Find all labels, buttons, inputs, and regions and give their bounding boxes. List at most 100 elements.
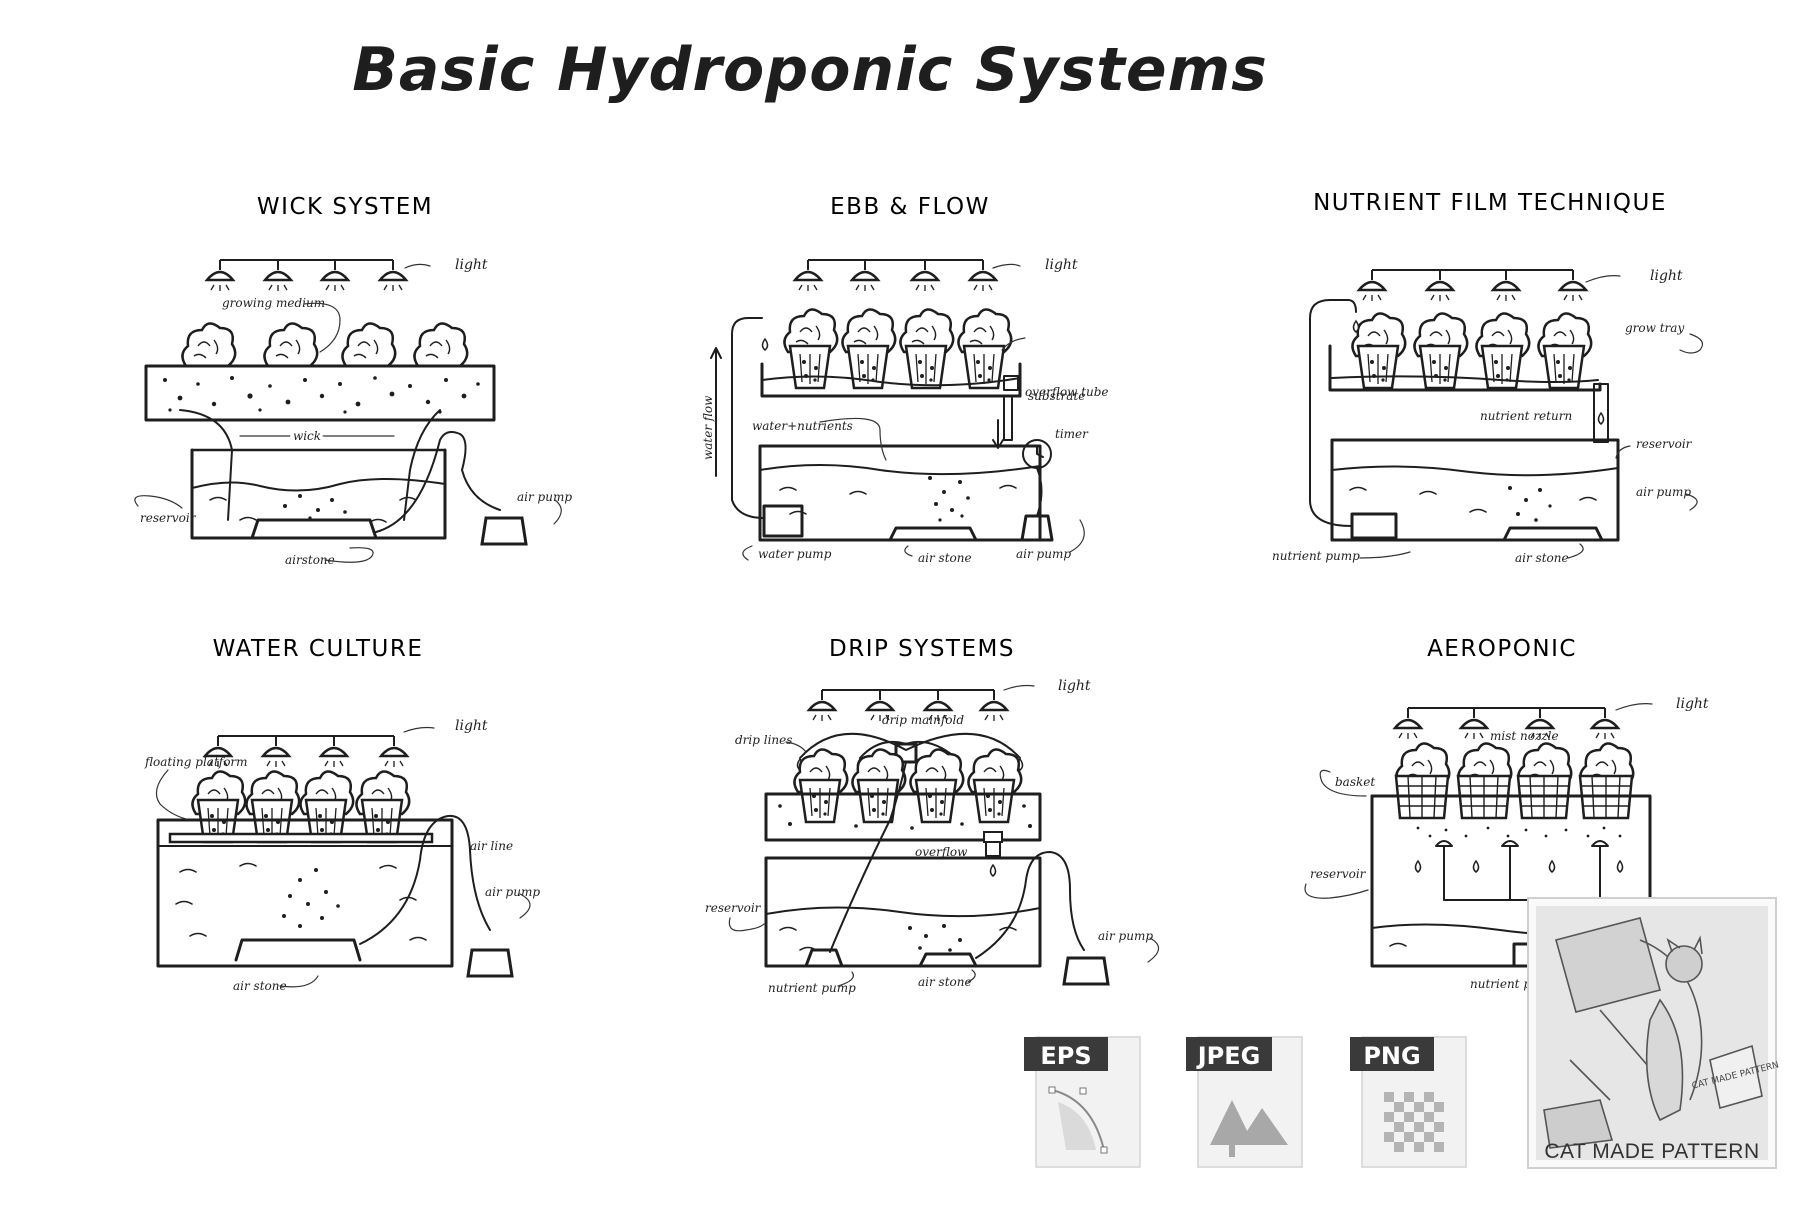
reservoir-tank	[190, 448, 447, 540]
format-badges: EPS JPEG PNG	[1024, 1036, 1467, 1168]
light-bar	[793, 258, 998, 293]
net-pot	[904, 344, 948, 390]
air-line-label: air line	[470, 839, 513, 853]
nutrient-pump-label: nutrient pump	[1272, 549, 1360, 563]
nft-title: NUTRIENT FILM TECHNIQUE	[1313, 190, 1667, 216]
air-stone-leader	[967, 969, 976, 983]
water-pump-leader	[742, 545, 753, 561]
supply-pipe	[1309, 299, 1357, 527]
net-pot	[798, 778, 842, 824]
net-pot	[972, 778, 1016, 824]
reservoir-label: reservoir	[705, 901, 762, 915]
water-flow-arrow	[710, 347, 722, 477]
timer-base	[1020, 514, 1054, 542]
drip-mainfold-label: drip mainfold	[882, 713, 964, 727]
return-drop-icon	[1597, 412, 1605, 425]
tray-water-line	[761, 375, 1021, 387]
mist-nozzle-icon	[1435, 840, 1609, 847]
nutrient-film-line	[1331, 375, 1599, 383]
water-nutrients-leader	[819, 417, 887, 461]
air-bubbles	[282, 868, 340, 928]
eps-file-icon: EPS	[1024, 1036, 1141, 1168]
growing-tray	[144, 364, 496, 422]
air-pump-label: air pump	[517, 490, 572, 504]
timer-hands	[1036, 445, 1044, 458]
brand-stamp: CAT MADE PATTERN CAT MADE PATTERN	[1527, 897, 1780, 1169]
light-label: light	[1650, 268, 1683, 284]
grow-tray-leader	[1679, 333, 1703, 354]
water-culture-title: WATER CULTURE	[213, 636, 424, 662]
basket-leader	[1319, 769, 1367, 797]
checkerboard-icon	[1384, 1092, 1444, 1152]
water-line	[759, 464, 1041, 476]
airstone-leader	[324, 547, 374, 563]
mountain-icon	[1238, 1108, 1288, 1145]
air-line-tube	[359, 814, 491, 945]
drip-systems-title: DRIP SYSTEMS	[829, 636, 1015, 662]
air-bubbles	[908, 924, 962, 952]
air-stone	[888, 526, 978, 542]
grow-tray	[1328, 344, 1602, 392]
nutrient-return-tube	[1593, 383, 1609, 443]
timer-label: timer	[1055, 427, 1089, 441]
tree-icon	[1210, 1100, 1254, 1145]
aeroponic-title: AEROPONIC	[1427, 636, 1577, 662]
substrate-leader	[1001, 337, 1026, 351]
overflow-fitting	[985, 839, 1001, 857]
png-file-icon: PNG	[1350, 1036, 1467, 1168]
air-pump-leader	[1147, 937, 1160, 963]
cat-artist-illustration	[1543, 917, 1763, 1149]
brand-name: CAT MADE PATTERN	[1544, 1140, 1759, 1163]
nutrient-pump-leader	[1359, 551, 1411, 559]
air-pump-leader	[1685, 493, 1698, 511]
grow-tray	[764, 792, 1042, 842]
light-leader	[403, 726, 435, 733]
growing-medium-leader	[303, 302, 341, 353]
floating-platform-leader	[155, 769, 191, 821]
wick-strand	[403, 409, 441, 521]
light-leader	[1585, 275, 1621, 283]
png-label: PNG	[1363, 1042, 1420, 1070]
reservoir-leader	[1615, 445, 1631, 459]
air-pump-icon	[1062, 956, 1110, 986]
net-pot	[1356, 344, 1400, 390]
mist-spray	[1416, 826, 1622, 838]
mist-nozzle-label: mist nozzle	[1490, 729, 1559, 743]
growing-medium-label: growing medium	[222, 296, 325, 310]
light-label: light	[455, 718, 488, 734]
floating-platform	[168, 832, 434, 844]
plant-icon	[341, 322, 397, 368]
air-stone-label: air stone	[918, 551, 972, 565]
water-pump-label: water pump	[758, 547, 832, 561]
air-line-tube	[975, 851, 1085, 959]
light-bar	[1357, 268, 1588, 303]
air-stone-label: air stone	[233, 979, 287, 993]
light-label: light	[1676, 696, 1709, 712]
air-bubbles	[283, 494, 347, 520]
light-bar	[807, 688, 1009, 723]
timer-cable	[1036, 467, 1043, 517]
reservoir-leader	[728, 917, 765, 932]
light-leader	[1003, 684, 1035, 691]
nutrient-pump-icon	[804, 948, 844, 968]
reservoir-leader	[1304, 883, 1369, 899]
page-title: Basic Hydroponic Systems	[352, 35, 1268, 105]
water-flow-label: water flow	[701, 395, 715, 460]
light-leader	[992, 263, 1021, 269]
reservoir-tank	[764, 856, 1042, 968]
light-label: light	[455, 257, 488, 273]
air-pump-label: air pump	[1636, 485, 1691, 499]
light-bar	[1393, 706, 1620, 741]
water-nutrients-label: water+nutrients	[752, 419, 853, 433]
jpeg-label: JPEG	[1196, 1042, 1261, 1070]
light-bar	[205, 258, 408, 293]
drip-lines-label: drip lines	[735, 733, 792, 747]
wick-label: wick	[293, 429, 321, 443]
plant-icon	[413, 322, 469, 368]
supply-pipe	[829, 761, 907, 953]
basket-label: basket	[1335, 775, 1375, 789]
air-stone	[1502, 526, 1604, 542]
air-stone-leader	[904, 545, 913, 557]
reservoir-label: reservoir	[140, 511, 197, 525]
overflow-label: overflow	[915, 845, 968, 859]
